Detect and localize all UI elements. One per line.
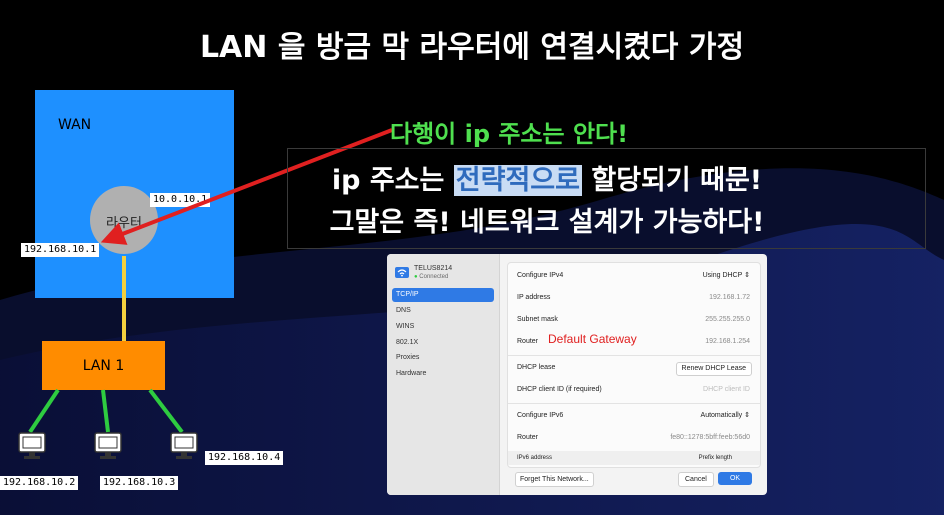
message-box xyxy=(287,148,926,249)
ok-button[interactable]: OK xyxy=(718,472,752,485)
ipv6-table-header: IPv6 address Prefix length xyxy=(508,451,760,465)
sidebar-item-wins[interactable]: WINS xyxy=(396,323,415,330)
sidebar-item-dns[interactable]: DNS xyxy=(396,307,411,314)
configure-ipv4-row: Configure IPv4 Using DHCP ⇕ xyxy=(508,265,760,287)
cancel-button[interactable]: Cancel xyxy=(678,472,714,487)
chevron-updown-icon: ⇕ xyxy=(744,412,750,419)
network-settings-panel: TELUS8214 ● Connected TCP/IP DNS WINS 80… xyxy=(387,254,767,495)
lan-label: LAN 1 xyxy=(82,357,125,374)
highlighted-word: 전략적으로 xyxy=(453,165,582,196)
configure-ipv6-row: Configure IPv6 Automatically ⇕ xyxy=(508,405,760,427)
renew-dhcp-button[interactable]: Renew DHCP Lease xyxy=(675,362,752,376)
sidebar-item-hardware[interactable]: Hardware xyxy=(396,370,427,377)
subnet-row: Subnet mask 255.255.255.0 xyxy=(517,316,750,323)
tcpip-settings: Configure IPv4 Using DHCP ⇕ IP address 1… xyxy=(507,262,761,468)
host-ip-1: 192.168.10.2 xyxy=(0,476,79,490)
computer-icon xyxy=(170,432,198,459)
panel-sidebar: TELUS8214 ● Connected TCP/IP DNS WINS 80… xyxy=(387,254,500,495)
router-row: Router 192.168.1.254 xyxy=(517,338,750,345)
router-label: 라우터 xyxy=(106,216,142,231)
sidebar-item-proxies[interactable]: Proxies xyxy=(396,354,420,361)
configure-ipv4-select[interactable]: Using DHCP ⇕ xyxy=(702,272,750,279)
router-lan-link xyxy=(122,256,126,342)
wifi-status: ● Connected xyxy=(414,274,449,280)
configure-ipv6-select[interactable]: Automatically ⇕ xyxy=(700,412,750,419)
divider xyxy=(508,403,760,404)
wan-label: WAN xyxy=(58,117,92,133)
forget-network-button[interactable]: Forget This Network... xyxy=(515,472,594,487)
dhcp-client-input[interactable]: DHCP client ID xyxy=(703,386,750,393)
chevron-updown-icon: ⇕ xyxy=(744,272,750,279)
divider xyxy=(508,355,760,356)
page-title: LAN 을 방금 막 라우터에 연결시켰다 가정 xyxy=(199,30,745,65)
computer-icon xyxy=(18,432,46,459)
wifi-icon xyxy=(395,267,409,278)
dhcp-client-row: DHCP client ID (if required) DHCP client… xyxy=(508,379,760,401)
lan-box: LAN 1 xyxy=(42,341,165,390)
sidebar-item-tcpip[interactable]: TCP/IP xyxy=(392,288,494,302)
message-line-1: ip 주소는 전략적으로 할당되기 때문! xyxy=(150,158,944,197)
host-ip-3: 192.168.10.4 xyxy=(205,451,284,465)
wifi-header: TELUS8214 ● Connected xyxy=(395,265,452,283)
host-ip-2: 192.168.10.3 xyxy=(100,476,179,490)
router6-row: Router fe80::1278:5bff:feeb:56d0 xyxy=(517,434,750,441)
message-line-1-start: ip 주소는 xyxy=(331,165,454,196)
default-gateway-note: Default Gateway xyxy=(548,332,637,346)
sidebar-item-8021x[interactable]: 802.1X xyxy=(396,339,419,346)
message-line-1-end: 할당되기 때문! xyxy=(581,165,763,196)
router-lan-ip: 192.168.10.1 xyxy=(21,243,100,257)
wifi-name: TELUS8214 xyxy=(414,265,453,272)
ip-address-row: IP address 192.168.1.72 xyxy=(517,294,750,301)
computer-icon xyxy=(94,432,122,459)
green-note: 다행이 ip 주소는 안다! xyxy=(390,120,629,148)
message-line-2: 그말은 즉! 네트워크 설계가 가능하다! xyxy=(329,207,765,238)
dhcp-lease-row: DHCP lease Renew DHCP Lease xyxy=(508,357,760,379)
